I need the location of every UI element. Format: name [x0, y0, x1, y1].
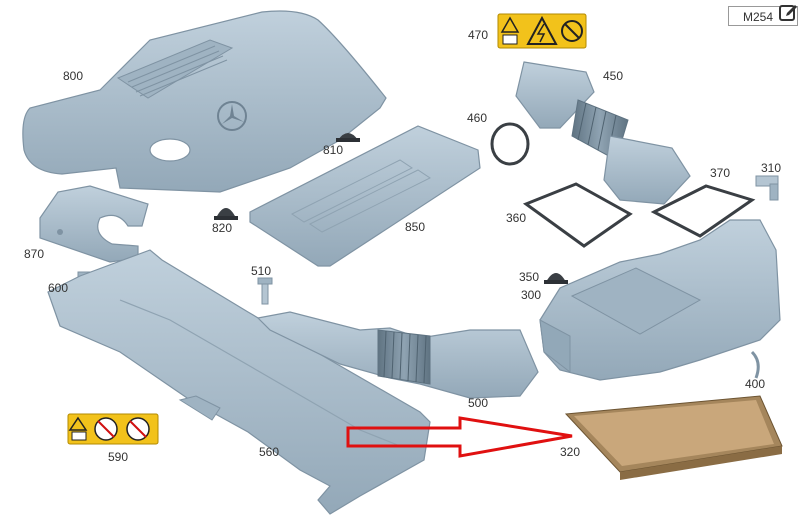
air-filter-element-part-320 — [564, 395, 783, 480]
callout-320[interactable]: 320 — [560, 445, 581, 459]
callout-820[interactable]: 820 — [212, 221, 233, 235]
read-manual-icon — [71, 431, 87, 441]
edit-icon — [779, 5, 797, 21]
intake-snorkel-part-450 — [515, 61, 691, 205]
callout-500[interactable]: 500 — [468, 396, 489, 410]
callout-360[interactable]: 360 — [506, 211, 527, 225]
sensor-part-310 — [755, 175, 779, 201]
callout-850[interactable]: 850 — [405, 220, 426, 234]
callout-870[interactable]: 870 — [24, 247, 45, 261]
bracket-part-870 — [39, 185, 149, 263]
no-touch-icon — [561, 20, 583, 42]
callout-300[interactable]: 300 — [521, 288, 542, 302]
gasket-part-370 — [650, 184, 756, 238]
cowl-panel-part-560 — [47, 249, 431, 515]
edit-button[interactable] — [779, 3, 799, 23]
cover-plate-part-850 — [249, 125, 481, 267]
warning-label-470 — [497, 13, 587, 49]
clip-part-400 — [750, 350, 760, 379]
callout-810[interactable]: 810 — [323, 143, 344, 157]
gasket-part-360 — [522, 182, 633, 248]
callout-590[interactable]: 590 — [108, 450, 129, 464]
callout-600[interactable]: 600 — [48, 281, 69, 295]
grommet-part-350 — [544, 273, 568, 284]
model-code: M254 — [743, 10, 774, 24]
air-filter-housing-part-300 — [539, 219, 781, 381]
callout-450[interactable]: 450 — [603, 69, 624, 83]
callout-560[interactable]: 560 — [259, 445, 280, 459]
warning-triangle-icon — [500, 16, 520, 33]
callout-460[interactable]: 460 — [467, 111, 488, 125]
callout-510[interactable]: 510 — [251, 264, 272, 278]
callout-400[interactable]: 400 — [745, 377, 766, 391]
warning-label-590 — [67, 413, 159, 445]
callout-310[interactable]: 310 — [761, 161, 782, 175]
callout-800[interactable]: 800 — [63, 69, 84, 83]
read-manual-icon — [502, 34, 518, 45]
engine-cover-part-800 — [22, 10, 387, 193]
warning-triangle-icon — [68, 416, 88, 431]
seal-ring-part-460 — [490, 122, 530, 166]
clip-part-510 — [257, 277, 273, 305]
callout-arrow — [346, 416, 573, 458]
callout-370[interactable]: 370 — [710, 166, 731, 180]
high-voltage-icon — [526, 15, 558, 45]
intake-duct-part-500 — [256, 311, 539, 399]
callout-350[interactable]: 350 — [519, 270, 540, 284]
grommet-part-820 — [214, 208, 238, 220]
callout-470[interactable]: 470 — [468, 28, 489, 42]
grommet-part-810 — [336, 133, 360, 142]
